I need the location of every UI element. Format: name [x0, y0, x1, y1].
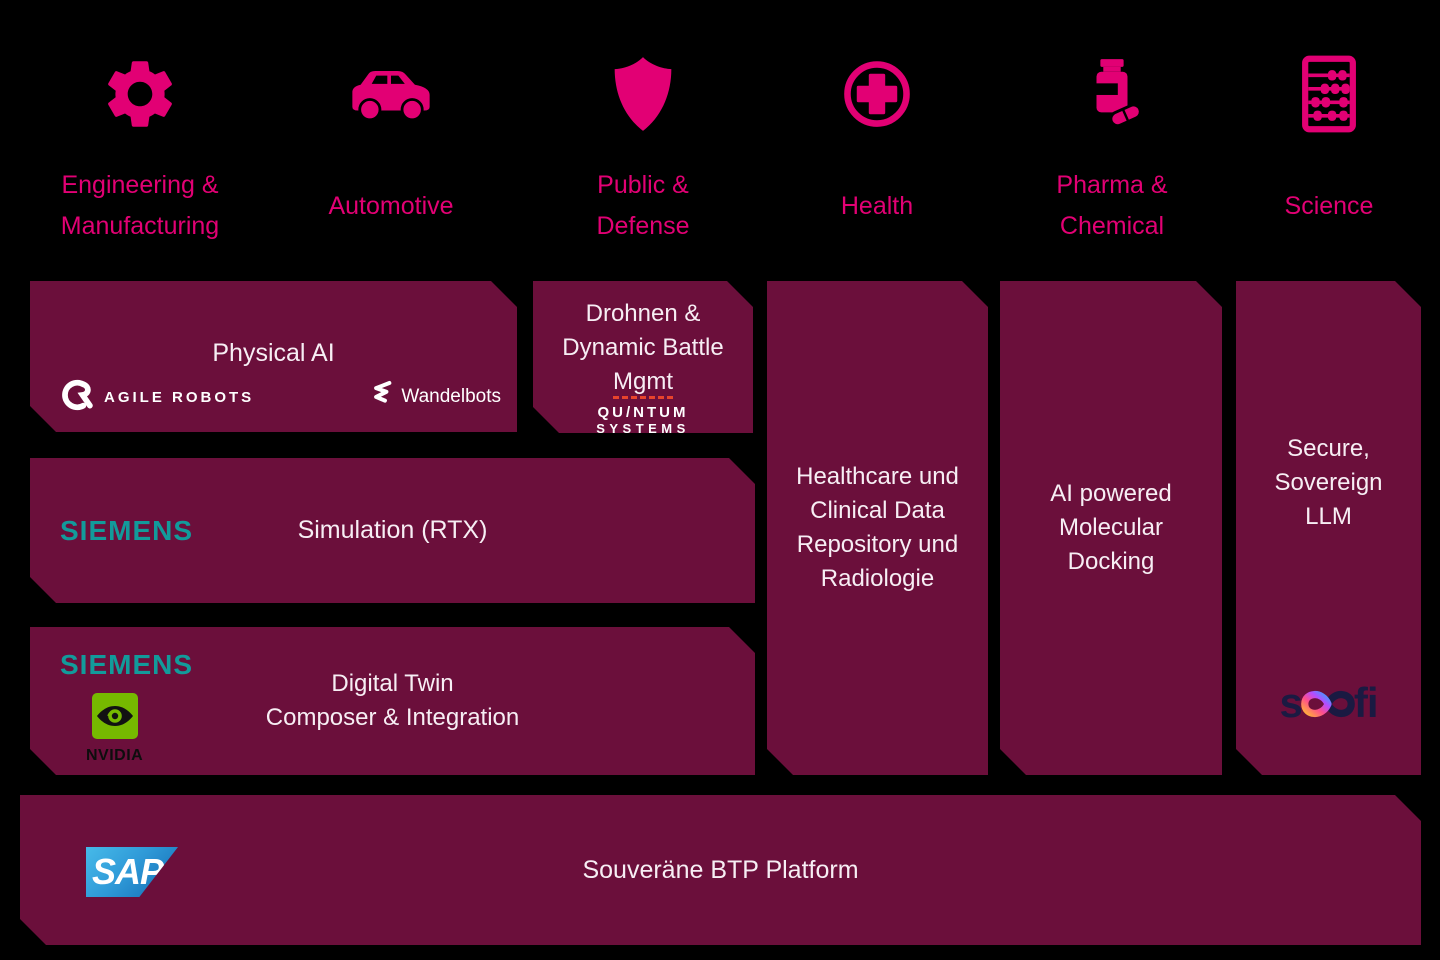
block-title: AI powered Molecular Docking	[1050, 480, 1172, 575]
gear-icon	[99, 46, 181, 142]
agile-robots-logo: AGILE ROBOTS	[58, 377, 254, 418]
block-title: Simulation (RTX)	[297, 516, 488, 544]
wandelbots-icon	[371, 379, 393, 414]
pill-bottle-icon	[1081, 46, 1143, 142]
industry-label: Automotive	[328, 191, 454, 220]
block-title: Souveräne BTP Platform	[582, 855, 859, 884]
quantum-systems-logo: QU/NTUM SYSTEMS	[596, 404, 690, 436]
nvidia-logo: NVIDIA	[86, 693, 143, 765]
industry-label: Pharma & Chemical	[1056, 171, 1168, 240]
block-molecular-docking: AI powered Molecular Docking	[1000, 281, 1222, 775]
agile-robots-wordmark: AGILE ROBOTS	[104, 389, 255, 406]
agile-robots-icon	[58, 377, 94, 418]
siemens-logo: SIEMENS	[60, 514, 194, 546]
block-digital-twin: SIEMENS NVIDIA Digital Twin Composer & I…	[30, 627, 755, 775]
industry-pharma-chemical: Pharma & Chemical	[1002, 46, 1222, 254]
block-title: Physical AI	[212, 339, 335, 367]
industry-label: Science	[1284, 191, 1374, 220]
block-healthcare: Healthcare und Clinical Data Repository …	[767, 281, 988, 775]
industry-automotive: Automotive	[281, 46, 501, 254]
nvidia-eye-icon	[92, 693, 138, 744]
industry-health: Health	[767, 46, 987, 254]
block-simulation-rtx: SIEMENS Simulation (RTX)	[30, 458, 755, 603]
scofi-logo: s fi	[1279, 679, 1378, 727]
block-title: Secure, Sovereign LLM	[1274, 435, 1383, 530]
wandelbots-logo: Wandelbots	[371, 379, 501, 414]
block-title: Digital Twin Composer & Integration	[265, 670, 520, 731]
block-sap-btp-platform: SAP Souveräne BTP Platform	[20, 795, 1421, 945]
siemens-logo: SIEMENS	[60, 649, 194, 680]
shield-icon	[609, 46, 677, 142]
block-drones-battle-mgmt: Drohnen & Dynamic Battle Mgmt QU/NTUM SY…	[533, 281, 753, 433]
health-cross-icon	[842, 46, 912, 142]
block-physical-ai: Physical AI AGILE ROBOTS Wandelbots	[30, 281, 517, 432]
block-sovereign-llm: Secure, Sovereign LLM s fi	[1236, 281, 1421, 775]
industry-label: Health	[840, 191, 914, 220]
misspelled-word: Mgmt	[613, 368, 673, 399]
wandelbots-wordmark: Wandelbots	[401, 385, 501, 407]
scofi-infinity-icon	[1302, 680, 1354, 727]
block-title: Healthcare und Clinical Data Repository …	[796, 463, 959, 592]
industry-label: Engineering & Manufacturing	[60, 171, 220, 240]
industry-public-defense: Public & Defense	[533, 46, 753, 254]
car-icon	[345, 46, 437, 142]
industry-label: Public & Defense	[596, 171, 690, 240]
block-title: Drohnen & Dynamic Battle Mgmt	[533, 281, 753, 399]
abacus-icon	[1300, 46, 1358, 142]
industry-science: Science	[1219, 46, 1439, 254]
industry-engineering-manufacturing: Engineering & Manufacturing	[30, 46, 250, 254]
nvidia-wordmark: NVIDIA	[86, 747, 144, 764]
